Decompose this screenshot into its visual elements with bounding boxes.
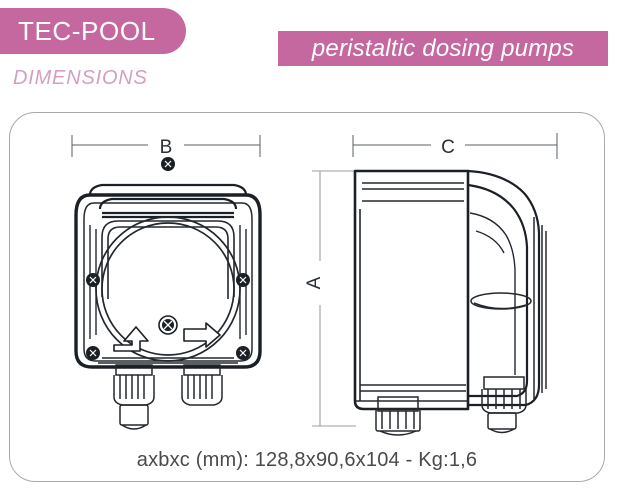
pump-head-circle	[95, 216, 241, 362]
side-right-edge-strips	[533, 217, 547, 399]
side-cover-inner-curve	[469, 212, 516, 375]
dimension-a-label: A	[304, 276, 325, 289]
dimension-b	[71, 135, 261, 157]
brand-pill: TEC-POOL	[0, 8, 186, 54]
front-top-cover	[88, 183, 248, 219]
side-oval-detail	[470, 292, 532, 310]
dimension-b-label: B	[160, 137, 173, 158]
side-body-outline	[353, 169, 470, 411]
side-tube-fitting-left	[375, 396, 421, 436]
page-header: TEC-POOL DIMENSIONS peristaltic dosing p…	[0, 0, 617, 108]
side-view-drawing: C A	[304, 133, 558, 436]
side-cover-profile	[467, 169, 541, 407]
flow-arrow-outlet-icon	[183, 322, 221, 348]
side-bottom-plate	[355, 384, 468, 402]
front-body-inner-outline	[83, 202, 253, 362]
brand-title: TEC-POOL	[18, 16, 156, 46]
tube-fitting-right	[181, 364, 223, 406]
flow-arrow-inlet-icon	[113, 326, 149, 352]
dimensions-caption: axbxc (mm): 128,8x90,6x104 - Kg:1,6	[136, 449, 478, 471]
dimension-c	[352, 133, 558, 159]
front-view-drawing: B	[71, 135, 262, 430]
front-bottom-plate	[98, 357, 238, 364]
section-title: DIMENSIONS	[13, 67, 148, 89]
pump-head-cover	[101, 220, 235, 299]
top-screw-icon	[161, 157, 175, 171]
tagline-band: peristaltic dosing pumps	[278, 31, 608, 66]
tube-fitting-left	[113, 364, 155, 430]
front-body-outline	[74, 193, 262, 369]
side-top-lines	[362, 182, 464, 202]
tagline-text: peristaltic dosing pumps	[311, 34, 575, 62]
dimension-a	[312, 170, 356, 427]
dimension-c-label: C	[441, 137, 455, 158]
corner-screws	[86, 273, 250, 360]
dimensions-panel: B	[9, 112, 605, 482]
center-screw-icon	[158, 315, 178, 335]
side-tube-fitting-right	[481, 376, 527, 434]
